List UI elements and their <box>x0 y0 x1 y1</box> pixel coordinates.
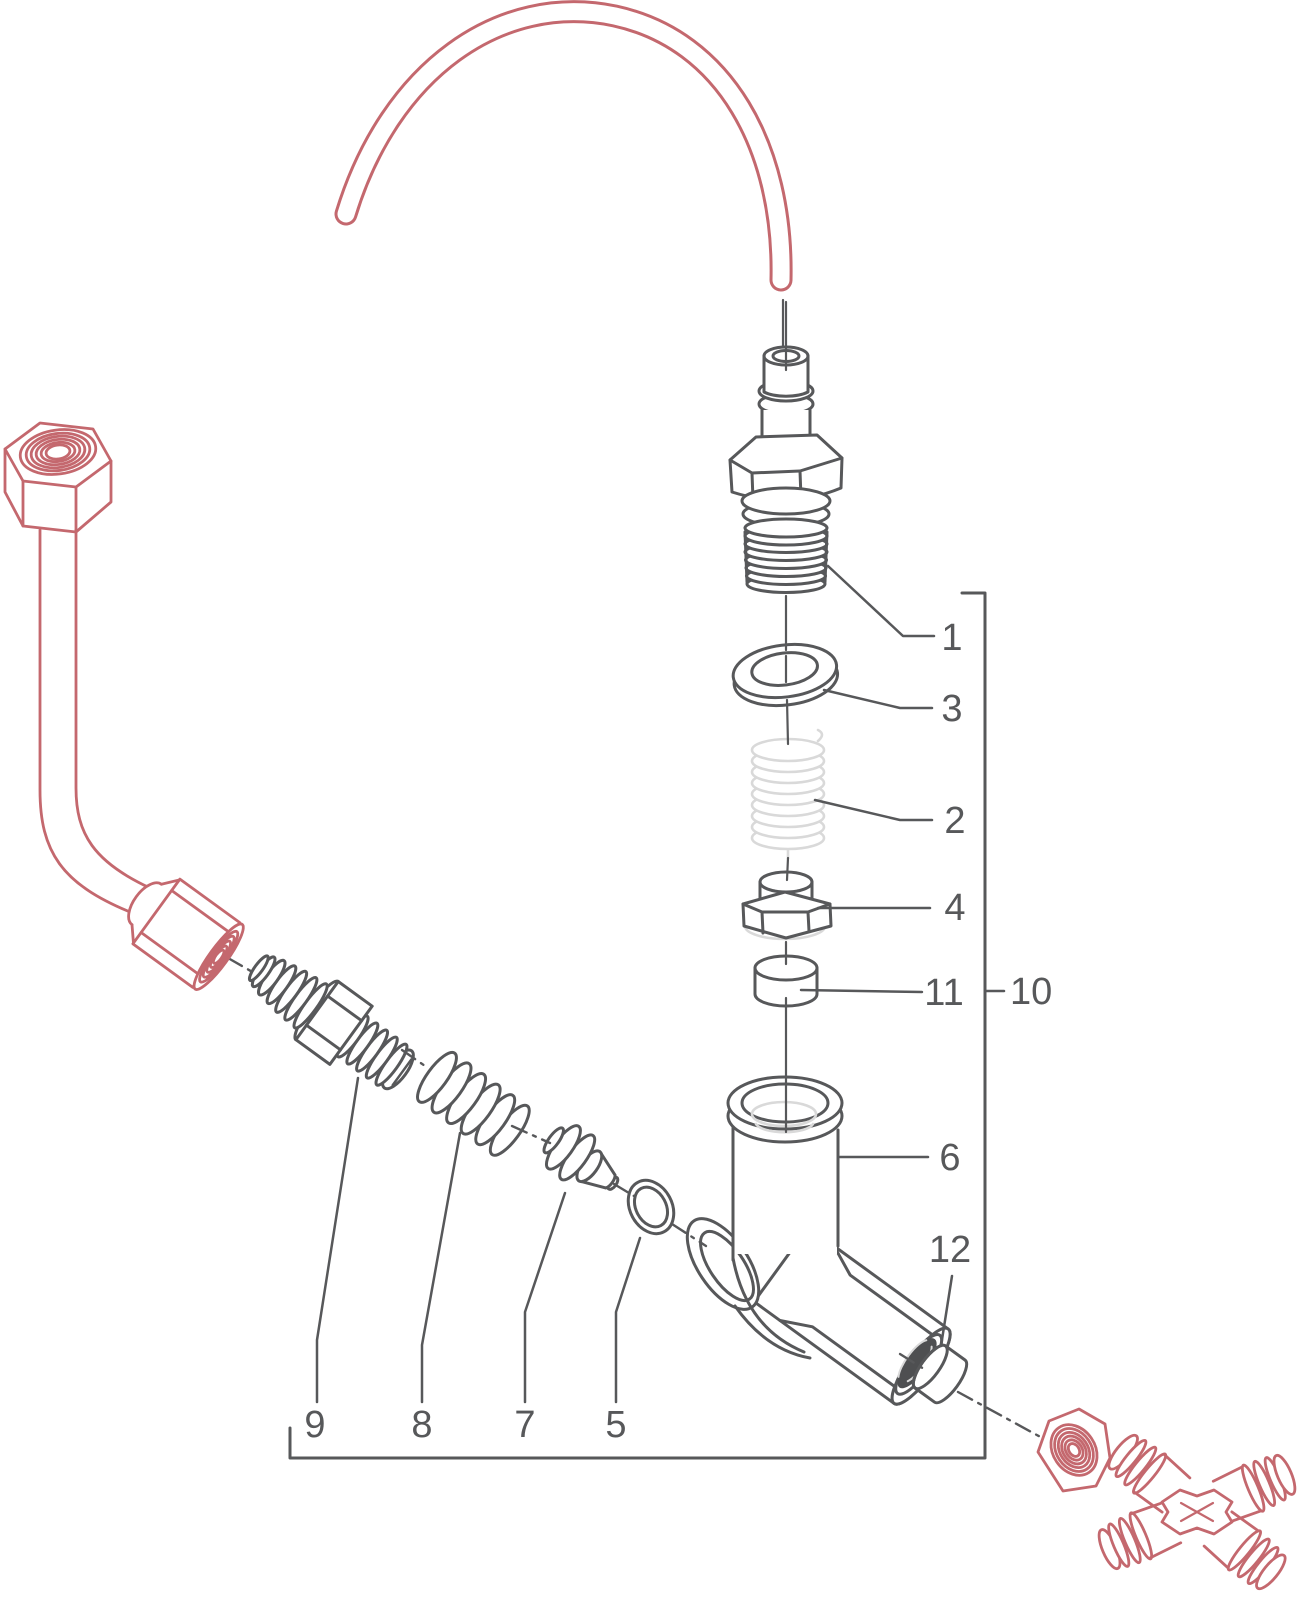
leader-1 <box>826 564 936 638</box>
dash-dot-lines <box>226 956 1048 1442</box>
callout-7: 7 <box>514 1404 535 1446</box>
callout-10: 10 <box>1010 971 1052 1013</box>
leader-11 <box>799 988 924 994</box>
group-bracket-10 <box>288 591 987 1460</box>
part-5-o-ring <box>626 1178 676 1236</box>
red-cross-fitting <box>1097 1433 1297 1591</box>
callout-3: 3 <box>941 688 962 730</box>
leader-5 <box>614 1236 642 1404</box>
leader-12 <box>939 1274 954 1348</box>
leader-9 <box>315 1076 360 1404</box>
leader-3 <box>822 688 934 710</box>
part-3-washer <box>731 642 840 708</box>
part-2-spring <box>750 728 826 851</box>
part-12-plug <box>911 1343 969 1405</box>
leader-7 <box>523 1191 567 1404</box>
gray-overlay <box>226 300 1048 1460</box>
part-8-spring <box>416 1050 531 1157</box>
callout-2: 2 <box>944 800 965 842</box>
gray-linework <box>247 298 969 1406</box>
callout-11: 11 <box>924 972 963 1014</box>
rim-inner-ghost <box>750 1100 818 1134</box>
part-1-hose-barb-fitting <box>728 345 844 594</box>
leader-lines <box>315 564 1006 1404</box>
callout-12: 12 <box>929 1229 971 1271</box>
red-hex-nut-upper <box>3 421 113 534</box>
part-7-valve-stem <box>542 1124 620 1191</box>
red-linework <box>3 0 1297 1591</box>
callout-4: 4 <box>944 887 965 929</box>
part-6-valve-body <box>685 1075 952 1406</box>
callout-8: 8 <box>411 1404 432 1446</box>
callout-9: 9 <box>304 1404 325 1446</box>
leader-2 <box>813 798 934 822</box>
callout-5: 5 <box>605 1404 626 1446</box>
red-hose <box>334 0 793 292</box>
red-hex-nut-lower <box>1036 1407 1112 1493</box>
callout-1: 1 <box>941 617 962 659</box>
callout-6: 6 <box>939 1137 960 1179</box>
red-pipe <box>38 528 152 914</box>
part-4-nut <box>741 870 833 940</box>
red-flare-nut <box>127 877 245 991</box>
callout-labels: 1 3 2 4 11 10 6 12 9 8 7 5 <box>304 617 1052 1446</box>
part-9-threaded-fitting <box>247 954 415 1091</box>
leader-8 <box>420 1131 462 1404</box>
valve-bore <box>897 1338 937 1389</box>
axis-lines <box>784 300 790 1134</box>
